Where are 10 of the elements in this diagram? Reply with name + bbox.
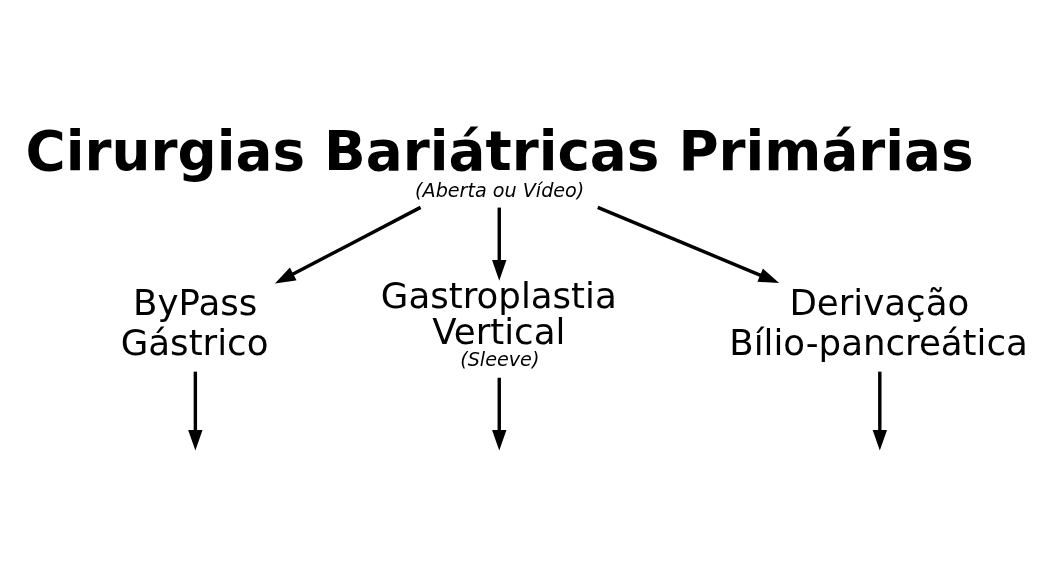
arrow <box>492 207 507 281</box>
arrow <box>597 205 780 284</box>
arrow <box>872 371 887 451</box>
node-text: Gastroplastia Vertical (Sleeve) <box>380 275 617 372</box>
arrow <box>492 377 507 451</box>
node-text: Derivação Bílio-pancreática <box>729 282 1028 363</box>
node-text: Cirurgias Bariátricas Primárias (Aberta ou Vídeo) <box>25 119 974 202</box>
node-text: ByPass Gástrico <box>120 282 269 363</box>
arrow <box>274 205 422 284</box>
arrow <box>188 371 203 451</box>
